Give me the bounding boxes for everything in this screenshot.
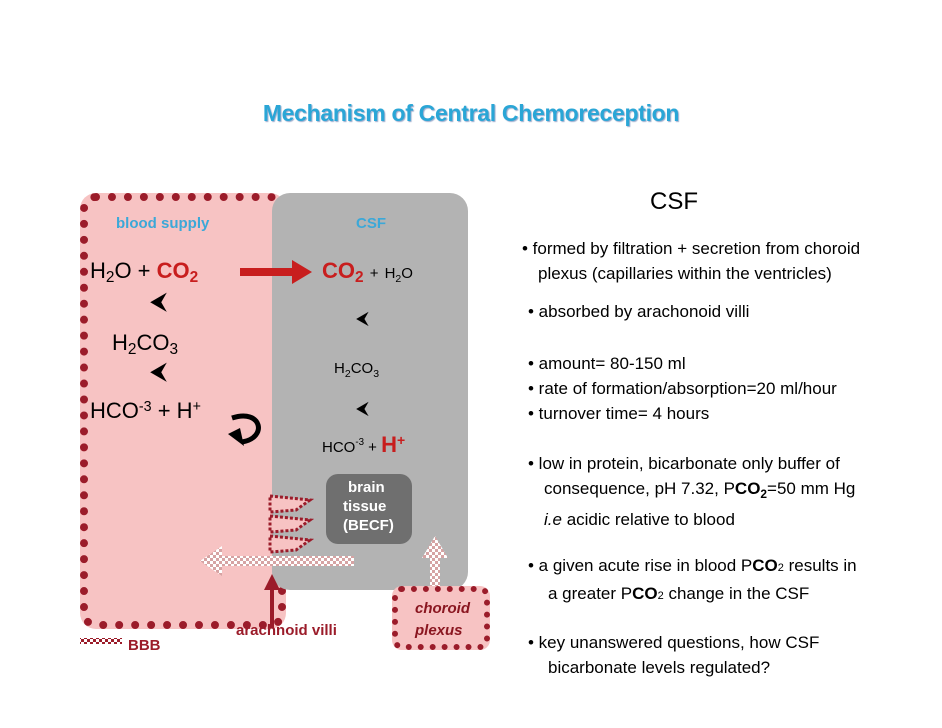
choroid-plexus-box: choroid plexus — [392, 586, 490, 650]
csf-to-blood-arrow — [200, 546, 354, 576]
blood-equation-3: HCO-3 + H+ — [90, 398, 201, 423]
bbb-label: BBB — [128, 637, 161, 654]
arachnoid-villi-label: arachnoid villi — [236, 622, 337, 639]
csf-equation-2: H2CO3 — [334, 360, 380, 380]
arachnoid-pointer-arrow — [264, 574, 280, 628]
blood-supply-label: blood supply — [116, 215, 210, 232]
bbb-legend-swatch — [80, 638, 122, 644]
co2-diffusion-arrow — [240, 260, 312, 284]
csf-bullet-questions: • key unanswered questions, how CSF bica… — [528, 633, 820, 677]
csf-bullet-volume: • amount= 80-150 ml • rate of formation/… — [528, 354, 837, 423]
choroid-up-arrow — [422, 536, 448, 588]
arrow-left-icon: ⮜ — [150, 358, 168, 385]
csf-bullet-pco2-rise: • a given acute rise in blood PCO2 resul… — [528, 556, 857, 603]
brain-tissue-box: brain tissue (BECF) — [326, 474, 412, 544]
arrow-left-icon: ⮜ — [150, 288, 168, 315]
curved-return-arrow — [228, 413, 261, 446]
csf-equation-3: HCO-3 + H+ — [322, 432, 406, 457]
arrow-left-icon: ⮜ — [356, 398, 369, 418]
csf-heading: CSF — [650, 188, 698, 215]
arrow-left-icon: ⮜ — [356, 308, 369, 328]
blood-equation-2: H2CO3 — [112, 330, 179, 358]
blood-equation-1: H2O + CO2 — [90, 258, 199, 286]
csf-bullet-bicarbonate: • low in protein, bicarbonate only buffe… — [528, 454, 856, 529]
csf-equation-1: CO2 + H2O — [322, 258, 413, 286]
csf-panel-label: CSF — [356, 215, 386, 232]
csf-bullet-absorbed: • absorbed by arachonoid villi — [528, 302, 750, 321]
page-title: Mechanism of Central Chemoreception — [262, 100, 680, 126]
arachnoid-villi-shape — [268, 494, 315, 554]
csf-bullet-formed: • formed by filtration + secretion from … — [522, 239, 861, 283]
